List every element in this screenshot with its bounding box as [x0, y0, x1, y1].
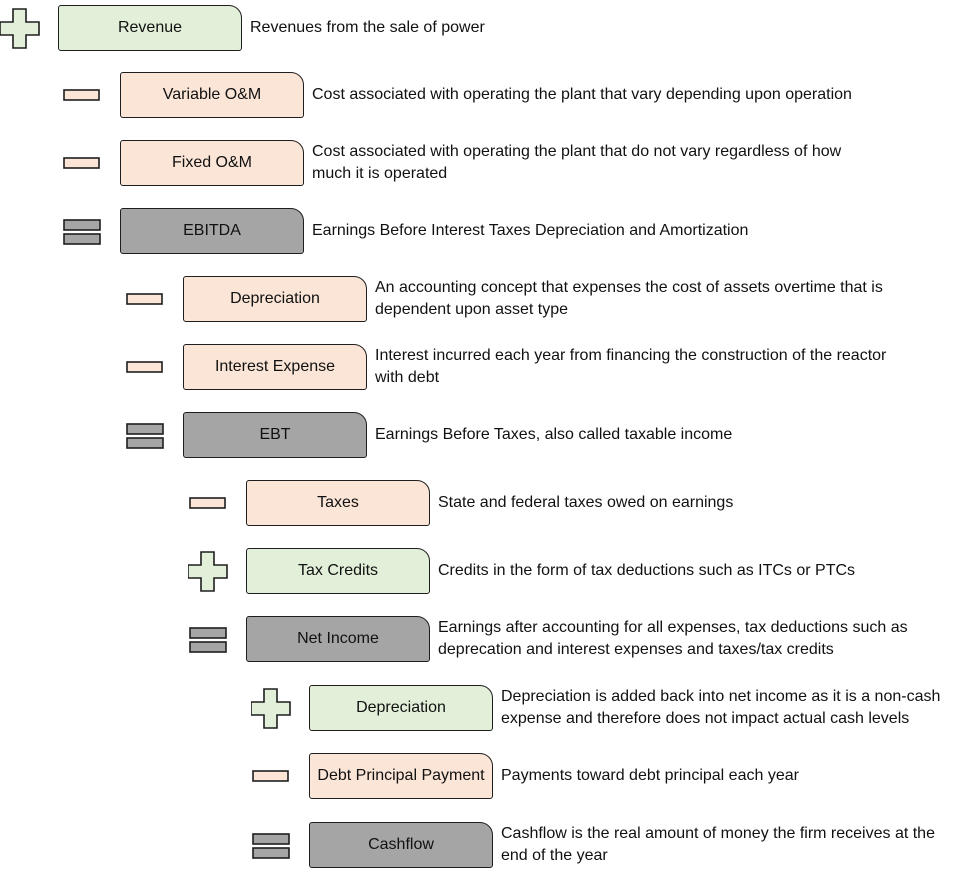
minus-icon [251, 751, 291, 801]
step-box: EBT [183, 412, 367, 458]
step-box: Tax Credits [246, 548, 430, 594]
step-description: State and federal taxes owed on earnings [438, 494, 734, 511]
minus-icon [62, 70, 102, 120]
step-box: Debt Principal Payment [309, 753, 493, 799]
step-box: EBITDA [120, 208, 304, 254]
equals-icon [188, 614, 228, 664]
step-row: Debt Principal Payment Payments toward de… [251, 751, 951, 801]
minus-icon [125, 342, 165, 392]
step-row: EBT Earnings Before Taxes, also called ta… [125, 410, 895, 460]
step-box: Net Income [246, 616, 430, 662]
step-box: Depreciation [183, 276, 367, 322]
step-box: Fixed O&M [120, 140, 304, 186]
minus-icon [62, 138, 102, 188]
equals-icon [251, 820, 291, 870]
step-box: Taxes [246, 480, 430, 526]
step-row: EBITDA Earnings Before Interest Taxes Dep… [62, 206, 872, 256]
step-box: Variable O&M [120, 72, 304, 118]
step-row: Variable O&M Cost associated with operati… [62, 70, 872, 120]
step-description: Payments toward debt principal each year [501, 767, 799, 784]
step-description: Credits in the form of tax deductions su… [438, 562, 856, 579]
step-description: Earnings Before Interest Taxes Depreciat… [312, 222, 749, 239]
step-box: Revenue [58, 5, 242, 51]
equals-icon [125, 410, 165, 460]
step-description: Cost associated with operating the plant… [312, 143, 842, 182]
equals-icon [62, 206, 102, 256]
step-description: An accounting concept that expenses the … [375, 279, 883, 318]
step-description: Interest incurred each year from financi… [375, 347, 887, 386]
step-description: Cashflow is the real amount of money the… [501, 825, 935, 864]
step-box: Interest Expense [183, 344, 367, 390]
step-description: Earnings Before Taxes, also called taxab… [375, 426, 733, 443]
step-description: Cost associated with operating the plant… [312, 86, 852, 103]
plus-icon [0, 3, 40, 53]
step-box: Cashflow [309, 822, 493, 868]
step-row: Tax Credits Credits in the form of tax de… [188, 546, 958, 596]
step-row: Revenue Revenues from the sale of power [0, 3, 810, 53]
step-row: Taxes State and federal taxes owed on ear… [188, 478, 958, 528]
step-description: Earnings after accounting for all expens… [438, 619, 908, 658]
plus-icon [188, 546, 228, 596]
step-description: Revenues from the sale of power [250, 19, 485, 36]
plus-icon [251, 683, 291, 733]
minus-icon [188, 478, 228, 528]
minus-icon [125, 274, 165, 324]
step-description: Depreciation is added back into net inco… [501, 688, 941, 727]
step-box: Depreciation [309, 685, 493, 731]
